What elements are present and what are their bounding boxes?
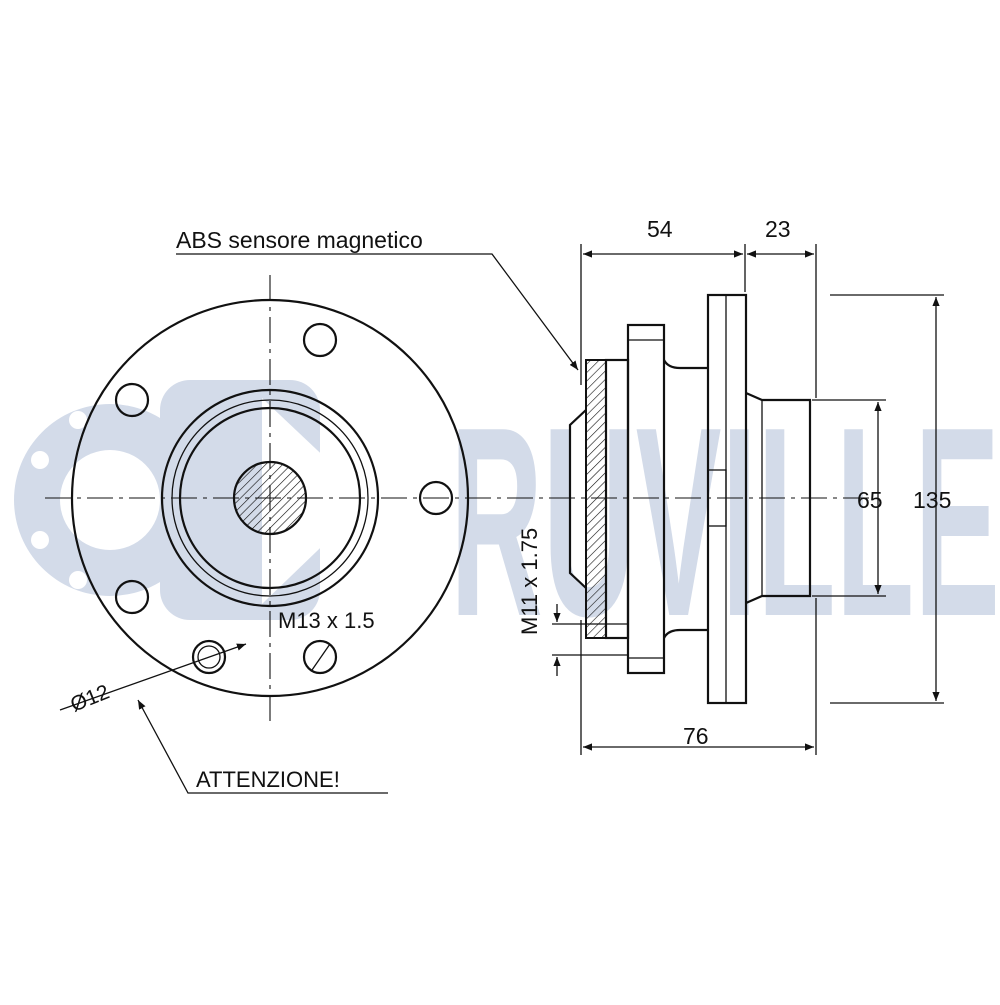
pilot-spigot — [745, 391, 812, 605]
abs-sensor-leader — [176, 253, 579, 371]
bearing-outer-ring — [160, 388, 380, 608]
wheel-flange — [706, 293, 748, 705]
watermark-play-icon — [262, 398, 370, 604]
bearing-ring-line — [171, 399, 369, 597]
warning-label: ATTENZIONE! — [196, 767, 340, 792]
pilot-diameter-value: 65 — [857, 487, 883, 513]
flange-diameter-value: 135 — [913, 487, 951, 513]
locating-pin-hole-inner — [197, 645, 221, 669]
side-view: ABS sensore magnetico 54 23 76 65 — [176, 216, 951, 755]
warning-leader — [137, 699, 388, 794]
bolt-hole — [418, 480, 454, 516]
stub-thread-label: M11 x 1.75 — [517, 528, 542, 635]
flange-outline — [70, 298, 470, 698]
brand-watermark: RUVILLE — [14, 372, 1000, 673]
abs-cap — [568, 409, 587, 589]
front-view: Ø12 M13 x 1.5 ATTENZIONE! — [45, 275, 870, 794]
hub-neck-bottom — [663, 628, 708, 639]
hub-stub-section — [232, 460, 308, 536]
hub-neck-top — [663, 359, 708, 370]
watermark-ring-hole — [60, 450, 160, 550]
hub-protrusion-value: 23 — [765, 216, 791, 242]
total-width-value: 76 — [683, 723, 709, 749]
hole-diameter-leader — [59, 643, 247, 711]
wheel-thread-label: M13 x 1.5 — [278, 608, 375, 633]
bolt-hole — [302, 322, 338, 358]
bearing-inner-ring — [178, 406, 362, 590]
flange-depth-value: 54 — [647, 216, 673, 242]
abs-sensor-label: ABS sensore magnetico — [176, 227, 423, 253]
bolt-hole — [114, 382, 150, 418]
bolt-hole — [114, 579, 150, 615]
bearing-flange — [626, 323, 666, 675]
watermark-dots — [31, 411, 87, 589]
locating-pin-hole — [191, 639, 227, 675]
bolt-hole-slot — [311, 643, 331, 671]
bolt-hole — [302, 639, 338, 675]
hole-diameter-label: Ø12 — [67, 680, 112, 716]
watermark-text: RUVILLE — [450, 372, 1000, 673]
abs-sensor-ring-section — [585, 359, 607, 639]
